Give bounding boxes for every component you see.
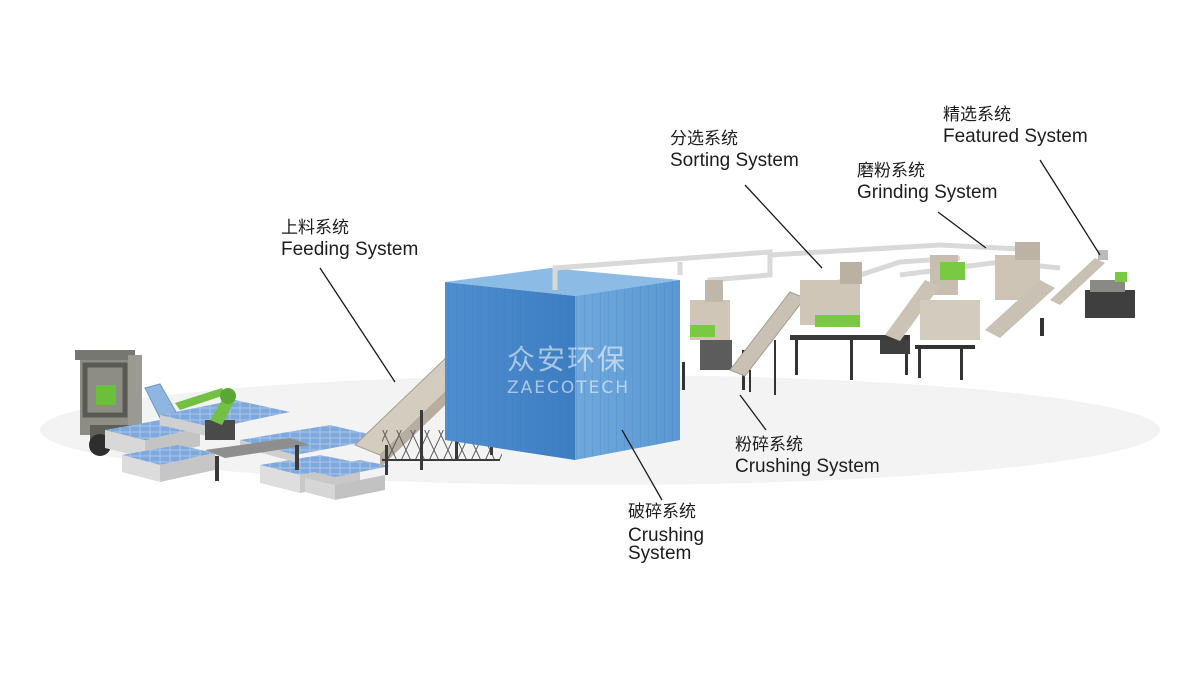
label-crushing2-cn: 粉碎系统 — [735, 435, 803, 455]
featured-machine — [985, 242, 1135, 338]
label-feeding: 上料系统 Feeding System — [281, 218, 419, 260]
roller-conveyor — [205, 438, 310, 481]
watermark-logo: 众安环保 ZAECOTECH — [455, 338, 630, 398]
label-grinding-en: Grinding System — [857, 181, 998, 203]
leader-featured — [1039, 159, 1101, 256]
leader-grinding — [937, 211, 987, 249]
leader-sorting — [744, 184, 823, 269]
label-crushing2: 粉碎系统 Crushing System — [735, 435, 880, 477]
label-featured-cn: 精选系统 — [943, 105, 1011, 125]
label-sorting-cn: 分选系统 — [670, 129, 738, 149]
label-sorting-en: Sorting System — [670, 149, 799, 171]
label-grinding: 磨粉系统 Grinding System — [857, 161, 998, 203]
watermark-en: ZAECOTECH — [507, 378, 631, 398]
leader-crushing1 — [621, 429, 663, 501]
grinding-machine — [885, 255, 980, 380]
label-featured-en: Featured System — [943, 125, 1088, 147]
leader-lines — [319, 159, 1101, 501]
label-crushing1: 破碎系统 Crushing System — [628, 502, 705, 565]
label-crushing1-cn: 破碎系统 — [628, 502, 696, 522]
watermark-cn: 众安环保 — [507, 343, 628, 376]
label-sorting: 分选系统 Sorting System — [670, 129, 799, 171]
label-feeding-en: Feeding System — [281, 238, 419, 260]
label-feeding-cn: 上料系统 — [281, 218, 349, 238]
crushing-enclosure — [445, 268, 680, 460]
leader-crushing2 — [739, 394, 767, 431]
label-crushing2-en: Crushing System — [735, 455, 880, 477]
sorting-machine — [790, 262, 910, 380]
leader-feeding — [319, 267, 396, 383]
robot-arm — [175, 388, 236, 440]
label-grinding-cn: 磨粉系统 — [857, 161, 925, 181]
crushing-machine — [682, 280, 745, 390]
label-crushing1-en1: Crushing — [628, 524, 705, 546]
label-featured: 精选系统 Featured System — [943, 105, 1088, 147]
label-crushing1-en2: System — [628, 543, 692, 565]
